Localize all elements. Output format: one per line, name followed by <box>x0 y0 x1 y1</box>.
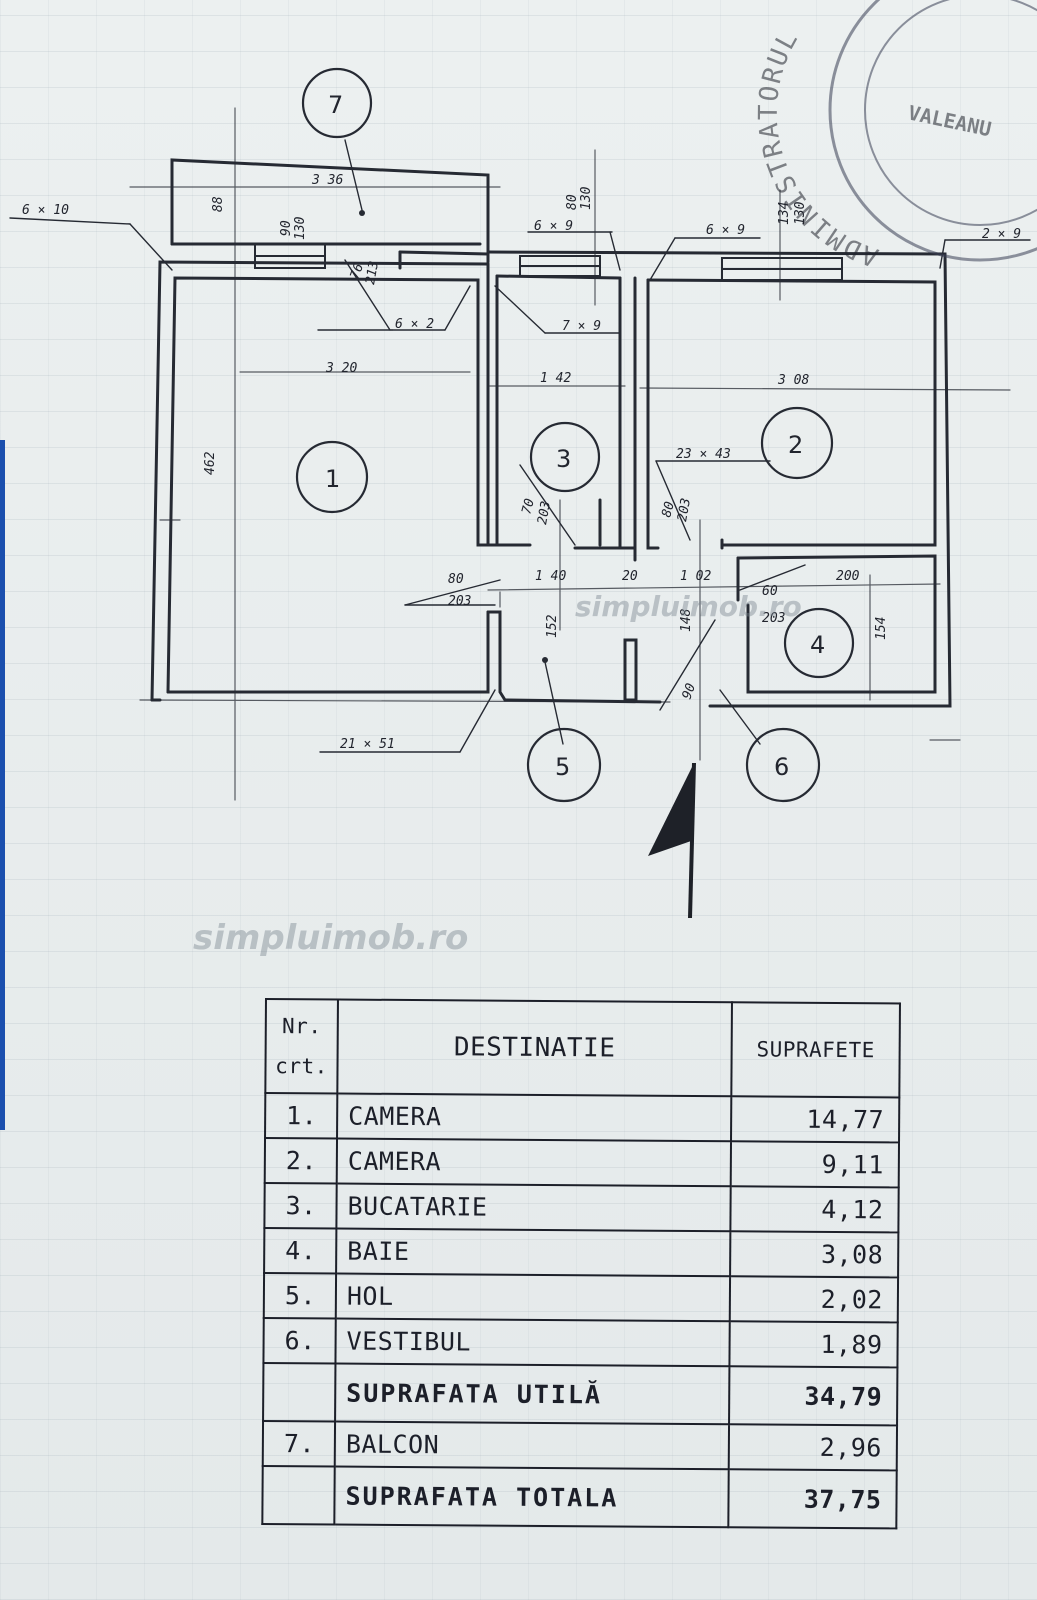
header-destinatie: DESTINATIE <box>337 999 732 1097</box>
room-label-2: 2 <box>788 431 803 459</box>
door-k2: 203 <box>535 500 554 526</box>
dim-hall-seg3: 1 02 <box>680 569 711 584</box>
op-6x10: 6 × 10 <box>22 203 69 218</box>
op-21x51: 21 × 51 <box>340 737 395 752</box>
north-arrow-icon <box>648 762 696 919</box>
dim-bath-width: 200 <box>836 569 860 584</box>
header-nr: Nr.crt. <box>265 999 338 1094</box>
watermark-top: simpluimob.ro <box>575 590 802 623</box>
room-label-6: 6 <box>774 753 789 781</box>
stamp-inner-text: VALEANU <box>906 100 993 141</box>
table-header-row: Nr.crt. DESTINATIE SUPRAFETE <box>265 999 900 1098</box>
win-b1: 90 <box>279 220 294 236</box>
dim-room1-width: 3 20 <box>325 361 357 376</box>
table-row: 1. CAMERA 14,77 <box>265 1093 900 1143</box>
dim-vest-height: 148 <box>679 608 694 632</box>
table-row: 5. HOL 2,02 <box>263 1273 899 1323</box>
op-2x9: 2 × 9 <box>982 227 1021 242</box>
op-6x9-kitchen: 6 × 9 <box>534 219 573 234</box>
table-row-balcon: 7. BALCON 2,96 <box>262 1420 898 1471</box>
door-b1: 76 <box>348 261 368 281</box>
room-label-7: 7 <box>328 91 343 119</box>
room-label-4: 4 <box>810 631 825 659</box>
floor-plan: ADMINISTRATORUL VALEANU 7 1 3 2 4 5 6 3 … <box>9 0 1037 919</box>
dim-hall-seg1: 1 40 <box>535 569 566 584</box>
win-r2a: 134 <box>777 202 792 225</box>
header-suprafete: SUPRAFETE <box>731 1002 900 1098</box>
door-r2a: 80 <box>659 500 678 519</box>
table-row: 6. VESTIBUL 1,89 <box>263 1317 898 1368</box>
page-edge-strip <box>0 440 5 1130</box>
table-row: 4. BAIE 3,08 <box>264 1228 899 1278</box>
dim-balcony-width: 3 36 <box>311 173 343 188</box>
door-bath-a: 60 <box>762 584 778 599</box>
win-b2: 130 <box>293 216 308 240</box>
door-r1a: 80 <box>448 572 464 587</box>
door-ent: 90 <box>680 681 700 701</box>
room-label-3: 3 <box>556 445 571 473</box>
op-23x43: 23 × 43 <box>676 447 731 462</box>
win-k1: 80 <box>565 194 580 210</box>
dim-hall-height: 152 <box>545 614 560 638</box>
win-r2b: 130 <box>793 201 808 225</box>
dim-room2-width: 3 08 <box>777 373 809 388</box>
svg-text:ADMINISTRATORUL: ADMINISTRATORUL <box>754 25 883 272</box>
dim-room1-height: 462 <box>203 451 218 475</box>
op-6x9-room2: 6 × 9 <box>706 223 745 238</box>
stamp-arc-text: ADMINISTRATORUL <box>754 25 881 272</box>
dim-hall-seg2: 20 <box>622 569 638 584</box>
door-r2b: 203 <box>675 497 694 523</box>
table-row: 3. BUCATARIE 4,12 <box>264 1183 899 1233</box>
table-row-util: SUPRAFATA UTILĂ 34,79 <box>263 1362 898 1426</box>
door-k1: 70 <box>519 497 538 516</box>
dim-balcony-depth: 88 <box>211 196 226 212</box>
room-label-1: 1 <box>325 465 340 493</box>
win-k2: 130 <box>579 186 594 210</box>
door-r1b: 203 <box>448 594 471 609</box>
dim-bath-height: 154 <box>874 617 889 640</box>
op-7x9: 7 × 9 <box>562 319 601 334</box>
door-bath-b: 203 <box>762 611 785 626</box>
room-label-5: 5 <box>555 753 570 781</box>
door-b2: 213 <box>363 260 382 286</box>
surface-table: Nr.crt. DESTINATIE SUPRAFETE 1. CAMERA 1… <box>261 998 901 1529</box>
table-row-total: SUPRAFATA TOTALA 37,75 <box>262 1465 897 1529</box>
dim-kitchen-width: 1 42 <box>540 371 571 386</box>
watermark-bottom: simpluimob.ro <box>193 918 469 958</box>
table-row: 2. CAMERA 9,11 <box>264 1138 900 1188</box>
op-6x2: 6 × 2 <box>395 317 434 332</box>
